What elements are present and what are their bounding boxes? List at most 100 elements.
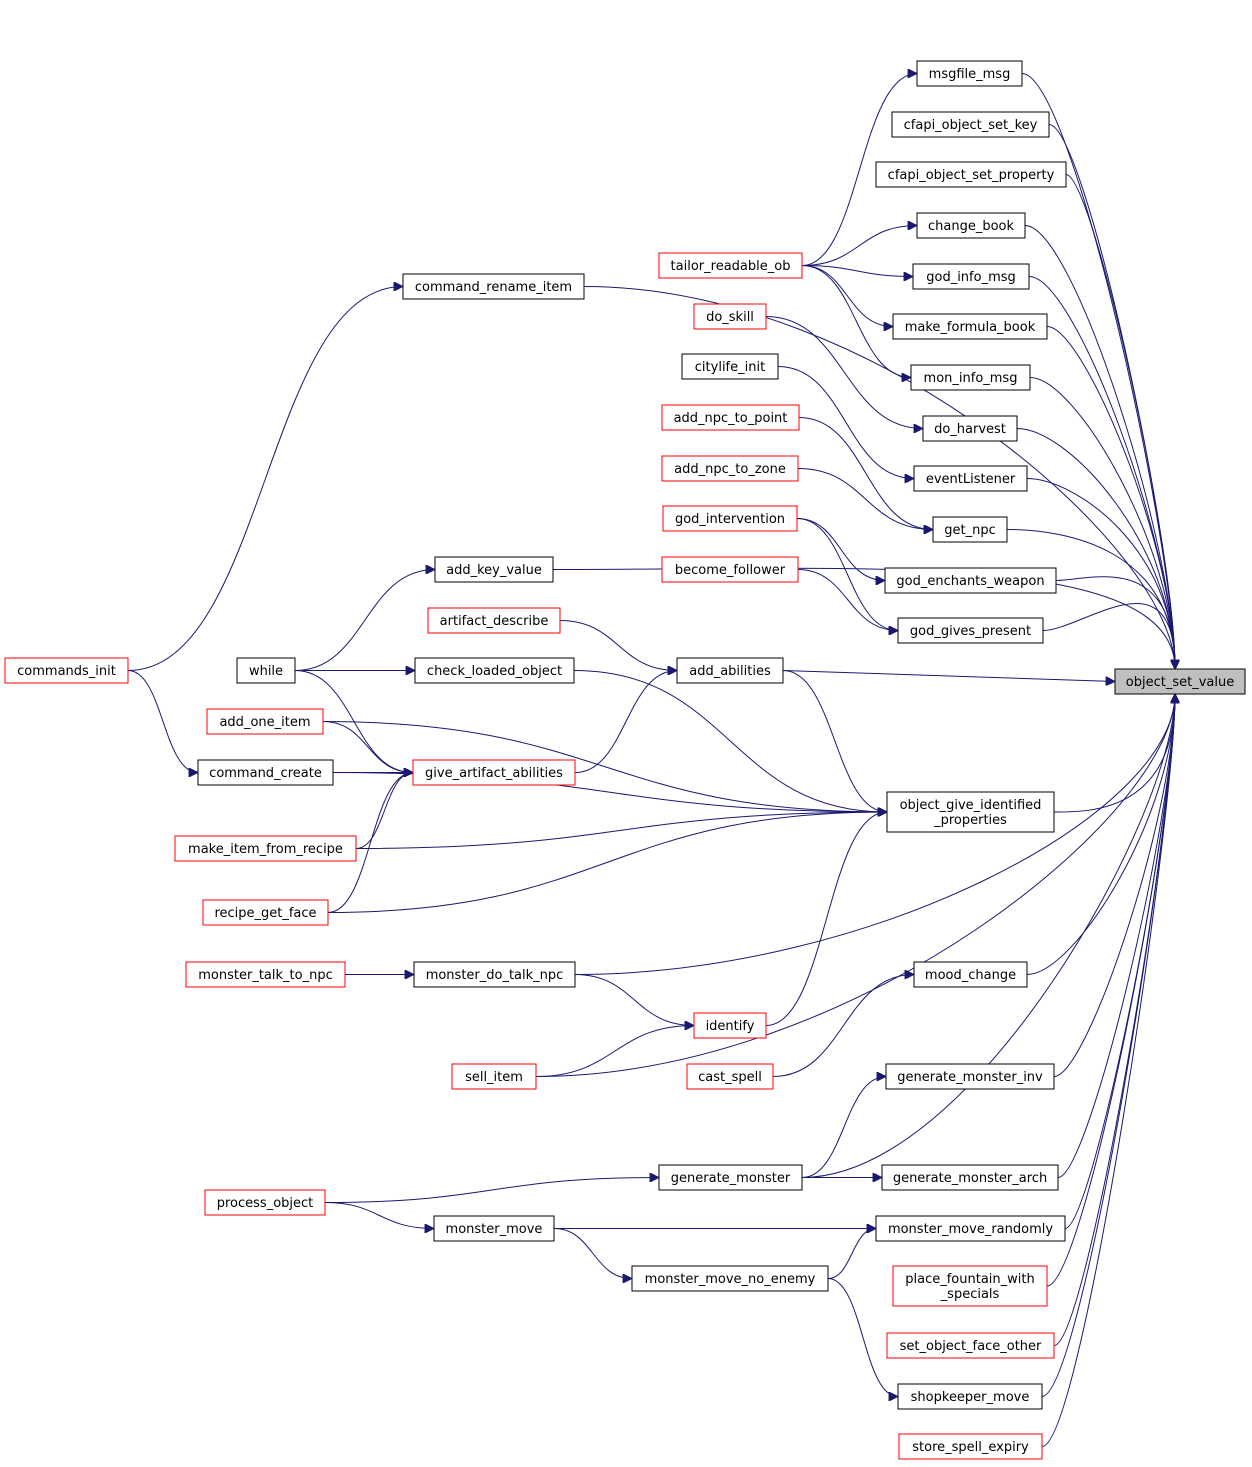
node-box: [204, 1189, 326, 1216]
node-label: _properties: [933, 813, 1007, 828]
edge-add_abilities-to-object_set_value: [782, 670, 1115, 682]
node-box: [897, 617, 1044, 644]
node-label: add_key_value: [446, 563, 542, 578]
node-cfapi-object-set-key[interactable]: cfapi_object_set_key: [891, 111, 1050, 138]
node-sell-item[interactable]: sell_item: [451, 1063, 537, 1090]
node-recipe-get-face[interactable]: recipe_get_face: [202, 899, 329, 926]
node-label: tailor_readable_ob: [671, 259, 791, 274]
node-label: mon_info_msg: [924, 371, 1018, 386]
node-label: monster_do_talk_npc: [426, 968, 564, 983]
node-monster-talk-to-npc[interactable]: monster_talk_to_npc: [185, 961, 346, 988]
edge-monster_do_talk_npc-to-object_set_value: [574, 694, 1175, 975]
node-label: sell_item: [465, 1070, 523, 1085]
edge-make_item_from_recipe-to-object_give_identified_properties: [355, 812, 887, 849]
node-identify[interactable]: identify: [693, 1012, 767, 1039]
node-box: [661, 556, 799, 583]
node-label: mood_change: [925, 968, 1016, 983]
node-object-give-identified-properties[interactable]: object_give_identified_properties: [886, 791, 1055, 833]
node-label: shopkeeper_move: [911, 1390, 1030, 1405]
node-make-formula-book[interactable]: make_formula_book: [892, 313, 1048, 340]
node-make-item-from-recipe[interactable]: make_item_from_recipe: [174, 835, 357, 862]
node-tailor-readable-ob[interactable]: tailor_readable_ob: [658, 252, 803, 279]
node-monster-do-talk-npc[interactable]: monster_do_talk_npc: [413, 961, 576, 988]
node-label: god_enchants_weapon: [896, 574, 1044, 589]
node-label: generate_monster_inv: [897, 1070, 1043, 1085]
node-god-gives-present[interactable]: god_gives_present: [897, 617, 1044, 644]
node-box: [185, 961, 346, 988]
node-box: [4, 657, 129, 684]
node-give-artifact-abilities[interactable]: give_artifact_abilities: [412, 759, 576, 786]
edge-set_object_face_other-to-object_set_value: [1053, 694, 1175, 1346]
node-add-abilities[interactable]: add_abilities: [676, 657, 784, 684]
edge-store_spell_expiry-to-object_set_value: [1041, 694, 1175, 1447]
node-do-harvest[interactable]: do_harvest: [922, 415, 1018, 442]
node-label: change_book: [928, 219, 1015, 234]
node-box: [875, 161, 1067, 188]
node-label: add_npc_to_zone: [674, 462, 786, 477]
edge-make_formula_book-to-object_set_value: [1046, 326, 1175, 670]
node-label: object_set_value: [1126, 675, 1234, 690]
edge-god_intervention-to-god_gives_present: [796, 518, 898, 631]
node-label: set_object_face_other: [900, 1339, 1042, 1354]
node-label: cast_spell: [698, 1070, 762, 1085]
node-while[interactable]: while: [236, 657, 296, 684]
node-cast-spell[interactable]: cast_spell: [686, 1063, 774, 1090]
node-box: [875, 1215, 1066, 1242]
node-add-key-value[interactable]: add_key_value: [434, 556, 554, 583]
node-shopkeeper-move[interactable]: shopkeeper_move: [897, 1383, 1043, 1410]
node-command-create[interactable]: command_create: [197, 759, 334, 786]
node-box: [236, 657, 296, 684]
node-set-object-face-other[interactable]: set_object_face_other: [886, 1332, 1055, 1359]
node-label: command_create: [209, 766, 322, 781]
node-mood-change[interactable]: mood_change: [913, 961, 1028, 988]
edge-place_fountain_with_specials-to-object_set_value: [1046, 694, 1175, 1287]
node-add-npc-to-zone[interactable]: add_npc_to_zone: [661, 455, 799, 482]
node-box: [197, 759, 334, 786]
node-label: recipe_get_face: [214, 906, 316, 921]
node-get-npc[interactable]: get_npc: [932, 516, 1008, 543]
node-monster-move-randomly[interactable]: monster_move_randomly: [875, 1215, 1066, 1242]
node-mon-info-msg[interactable]: mon_info_msg: [910, 364, 1031, 391]
node-become-follower[interactable]: become_follower: [661, 556, 799, 583]
node-msgfile-msg[interactable]: msgfile_msg: [916, 60, 1023, 87]
node-generate-monster-arch[interactable]: generate_monster_arch: [881, 1164, 1059, 1191]
edge-generate_monster_arch-to-object_set_value: [1057, 694, 1175, 1178]
node-do-skill[interactable]: do_skill: [693, 303, 767, 330]
node-god-info-msg[interactable]: god_info_msg: [912, 263, 1030, 290]
node-place-fountain-with-specials[interactable]: place_fountain_with_specials: [892, 1265, 1048, 1307]
node-cfapi-object-set-property[interactable]: cfapi_object_set_property: [875, 161, 1067, 188]
node-artifact-describe[interactable]: artifact_describe: [427, 607, 561, 634]
node-generate-monster-inv[interactable]: generate_monster_inv: [885, 1063, 1055, 1090]
node-box: [658, 252, 803, 279]
node-monster-move[interactable]: monster_move: [433, 1215, 555, 1242]
node-box: [658, 1164, 803, 1191]
node-box: [916, 212, 1026, 239]
node-store-spell-expiry[interactable]: store_spell_expiry: [898, 1433, 1043, 1460]
node-generate-monster[interactable]: generate_monster: [658, 1164, 803, 1191]
node-label: while: [249, 664, 283, 679]
node-add-one-item[interactable]: add_one_item: [206, 708, 324, 735]
node-box: [662, 505, 798, 532]
node-citylife-init[interactable]: citylife_init: [681, 353, 779, 380]
node-check-loaded-object[interactable]: check_loaded_object: [414, 657, 575, 684]
node-object-set-value[interactable]: object_set_value: [1114, 668, 1246, 695]
node-process-object[interactable]: process_object: [204, 1189, 326, 1216]
edge-cfapi_object_set_key-to-object_set_value: [1048, 124, 1175, 670]
node-god-intervention[interactable]: god_intervention: [662, 505, 798, 532]
node-box: [898, 1433, 1043, 1460]
node-label: cfapi_object_set_property: [888, 168, 1055, 183]
edge-monster_move_no_enemy-to-shopkeeper_move: [827, 1278, 898, 1397]
node-change-book[interactable]: change_book: [916, 212, 1026, 239]
node-eventListener[interactable]: eventListener: [913, 465, 1028, 492]
node-commands-init[interactable]: commands_init: [4, 657, 129, 684]
node-add-npc-to-point[interactable]: add_npc_to_point: [661, 404, 800, 431]
node-box: [913, 465, 1028, 492]
node-box: [206, 708, 324, 735]
node-command-rename-item[interactable]: command_rename_item: [402, 273, 585, 300]
edge-commands_init-to-command_rename_item: [127, 287, 403, 671]
node-god-enchants-weapon[interactable]: god_enchants_weapon: [884, 567, 1057, 594]
edge-check_loaded_object-to-object_give_identified_properties: [573, 670, 887, 813]
node-monster-move-no-enemy[interactable]: monster_move_no_enemy: [631, 1265, 829, 1292]
node-box: [886, 791, 1055, 833]
node-box: [413, 961, 576, 988]
